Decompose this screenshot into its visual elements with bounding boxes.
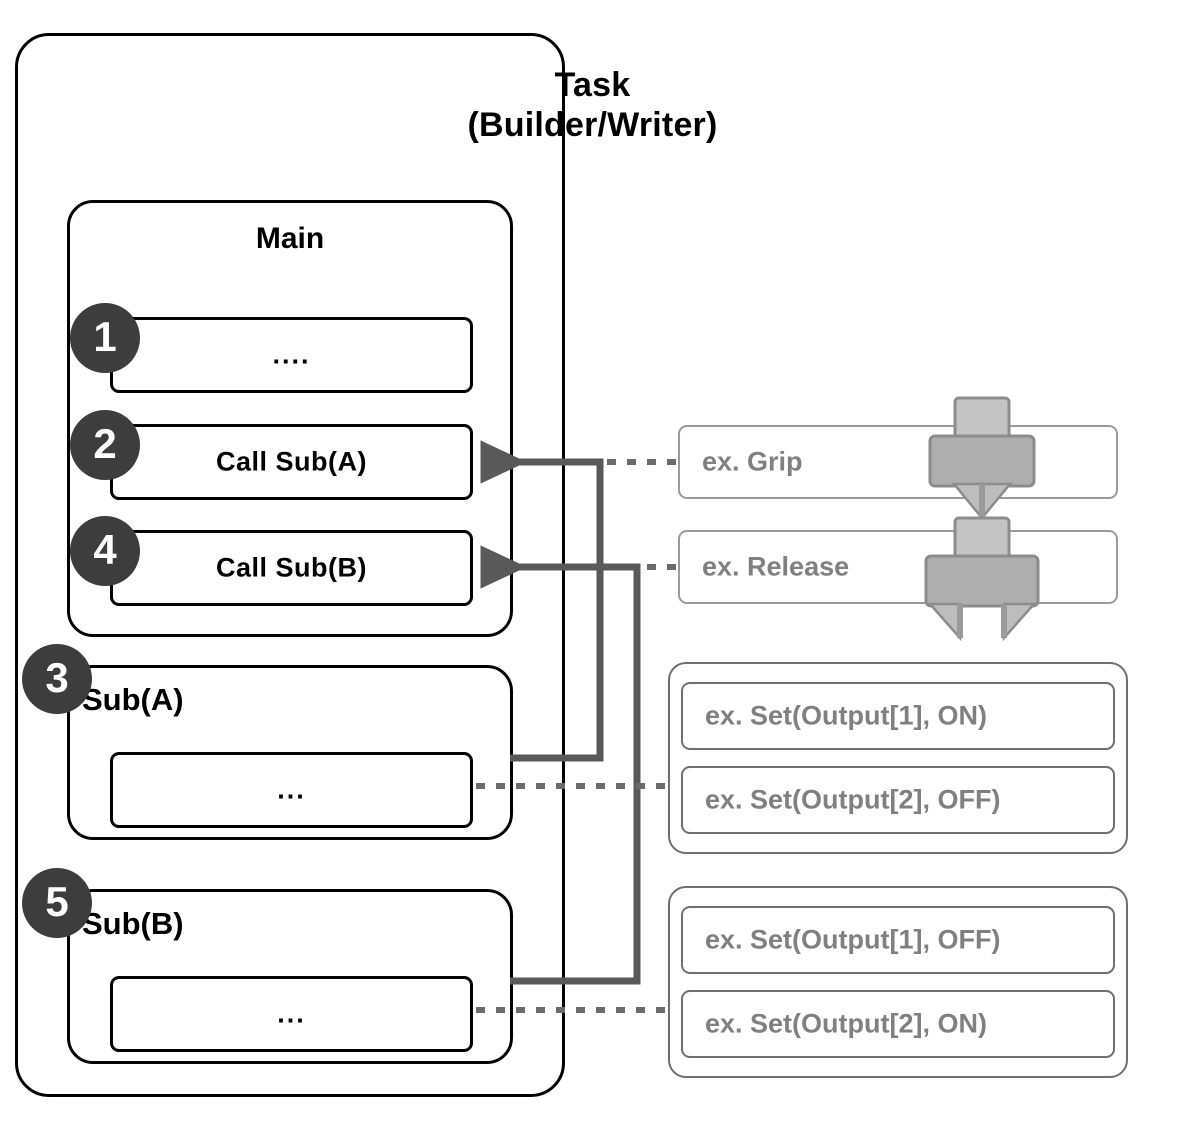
step-badge-1: 1	[70, 303, 140, 373]
example-sub-b-item-2[interactable]: ex. Set(Output[2], ON)	[681, 990, 1115, 1058]
sub-a-body-label: ...	[277, 774, 306, 805]
step-badge-2: 2	[70, 410, 140, 480]
example-grip-box[interactable]: ex. Grip	[678, 425, 1118, 499]
sub-a-body[interactable]: ...	[110, 752, 473, 828]
main-step-4-label: Call Sub(B)	[216, 552, 367, 583]
sub-a-title: Sub(A)	[82, 682, 184, 717]
step-badge-2-number: 2	[93, 420, 117, 467]
gripper-open-icon	[924, 516, 1040, 641]
gripper-closed-icon	[928, 396, 1036, 521]
example-sub-a-item-2-label: ex. Set(Output[2], OFF)	[705, 784, 1001, 815]
sub-badge-5-number: 5	[45, 878, 69, 925]
sub-badge-3-number: 3	[45, 654, 69, 701]
main-step-2[interactable]: Call Sub(A)	[110, 424, 473, 500]
example-sub-a-item-1[interactable]: ex. Set(Output[1], ON)	[681, 682, 1115, 750]
main-step-4[interactable]: Call Sub(B)	[110, 530, 473, 606]
example-release-label: ex. Release	[702, 551, 850, 582]
sub-b-body[interactable]: ...	[110, 976, 473, 1052]
main-step-2-label: Call Sub(A)	[216, 446, 367, 477]
sub-badge-3: 3	[22, 644, 92, 714]
main-step-1-label: ....	[272, 339, 311, 370]
example-sub-a-item-1-label: ex. Set(Output[1], ON)	[705, 700, 987, 731]
main-title: Main	[255, 222, 325, 255]
task-title: Task (Builder/Writer)	[0, 65, 1185, 145]
sub-b-body-label: ...	[277, 998, 306, 1029]
example-release-box[interactable]: ex. Release	[678, 530, 1118, 604]
example-sub-b-item-1[interactable]: ex. Set(Output[1], OFF)	[681, 906, 1115, 974]
step-badge-4: 4	[70, 516, 140, 586]
step-badge-1-number: 1	[93, 313, 117, 360]
example-sub-a-item-2[interactable]: ex. Set(Output[2], OFF)	[681, 766, 1115, 834]
example-grip-label: ex. Grip	[702, 446, 803, 477]
task-title-line1: Task	[554, 66, 631, 104]
sub-b-title: Sub(B)	[82, 906, 184, 941]
main-step-1[interactable]: ....	[110, 317, 473, 393]
sub-badge-5: 5	[22, 868, 92, 938]
example-sub-b-item-1-label: ex. Set(Output[1], OFF)	[705, 924, 1001, 955]
example-sub-b-item-2-label: ex. Set(Output[2], ON)	[705, 1008, 987, 1039]
task-title-line2: (Builder/Writer)	[467, 106, 718, 145]
step-badge-4-number: 4	[93, 526, 117, 573]
